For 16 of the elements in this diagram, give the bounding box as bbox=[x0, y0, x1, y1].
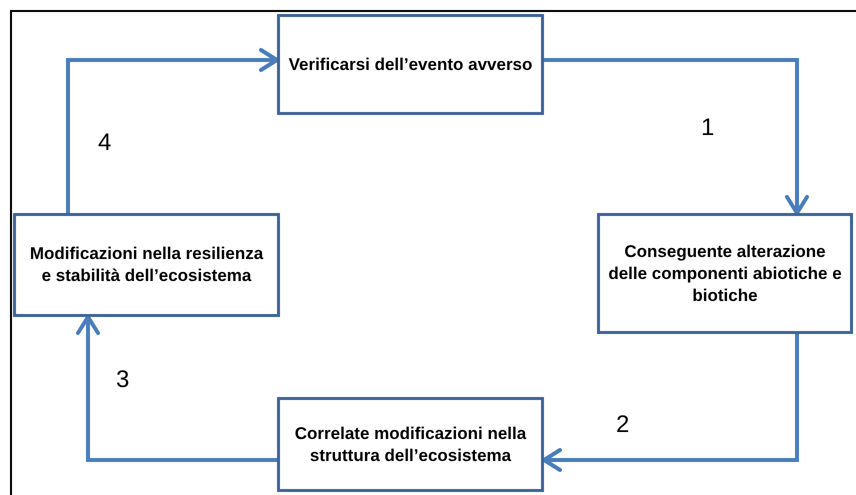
box-text: Modificazioni nella resilienza e stabilità dell’ecosistema bbox=[28, 243, 264, 287]
arrow bbox=[542, 334, 799, 472]
step-number: 2 bbox=[616, 412, 630, 438]
box-text: Correlate modificazioni nella struttura dell’ecosistema bbox=[294, 422, 528, 466]
arrow bbox=[544, 58, 809, 215]
process-box bbox=[13, 213, 280, 317]
process-box bbox=[277, 14, 544, 115]
step-number: 4 bbox=[98, 130, 112, 156]
step-number: 1 bbox=[701, 115, 714, 141]
box-text: Conseguente alterazione delle componenti abiotiche e biotiche bbox=[608, 240, 842, 306]
step-number: 3 bbox=[116, 367, 130, 393]
box-text: Verificarsi dell’evento avverso bbox=[288, 54, 532, 76]
arrow bbox=[76, 315, 277, 462]
process-box bbox=[277, 397, 544, 492]
arrow bbox=[66, 48, 279, 213]
process-box bbox=[597, 213, 853, 334]
